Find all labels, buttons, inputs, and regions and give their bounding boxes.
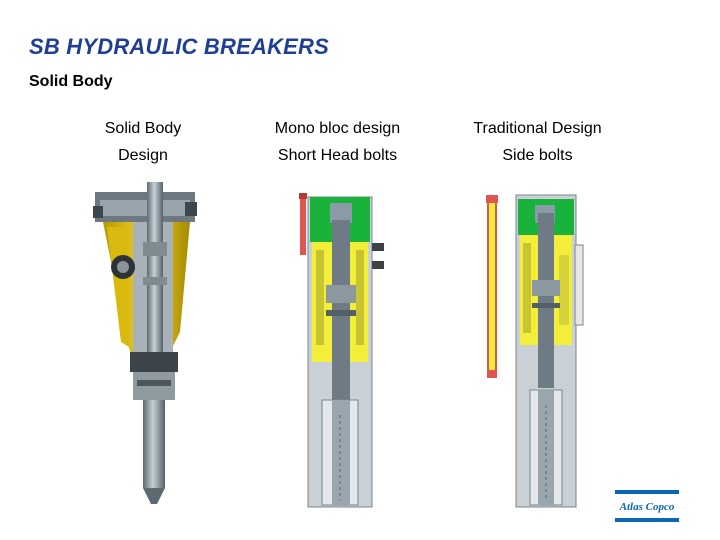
svg-text:Atlas Copco: Atlas Copco xyxy=(619,501,675,513)
column-label-line1: Solid Body xyxy=(104,120,182,137)
mono-bloc-cross-section xyxy=(290,185,390,510)
atlas-copco-logo: Atlas Copco xyxy=(615,490,679,522)
column-label-solid-body: Solid Body Design xyxy=(83,115,203,169)
column-label-line1: Mono bloc design xyxy=(274,120,401,137)
column-label-line2: Short Head bolts xyxy=(277,147,398,164)
column-label-line2: Design xyxy=(118,147,168,164)
solid-body-breaker-illustration xyxy=(85,182,220,512)
slide-title: SB HYDRAULIC BREAKERS xyxy=(29,34,329,59)
column-label-traditional: Traditional Design Side bolts xyxy=(455,115,620,169)
column-label-mono-bloc: Mono bloc design Short Head bolts xyxy=(255,115,420,169)
column-label-line2: Side bolts xyxy=(502,147,573,164)
column-label-line1: Traditional Design xyxy=(473,120,602,137)
slide-subtitle: Solid Body xyxy=(29,73,113,90)
traditional-design-cross-section xyxy=(483,185,593,510)
